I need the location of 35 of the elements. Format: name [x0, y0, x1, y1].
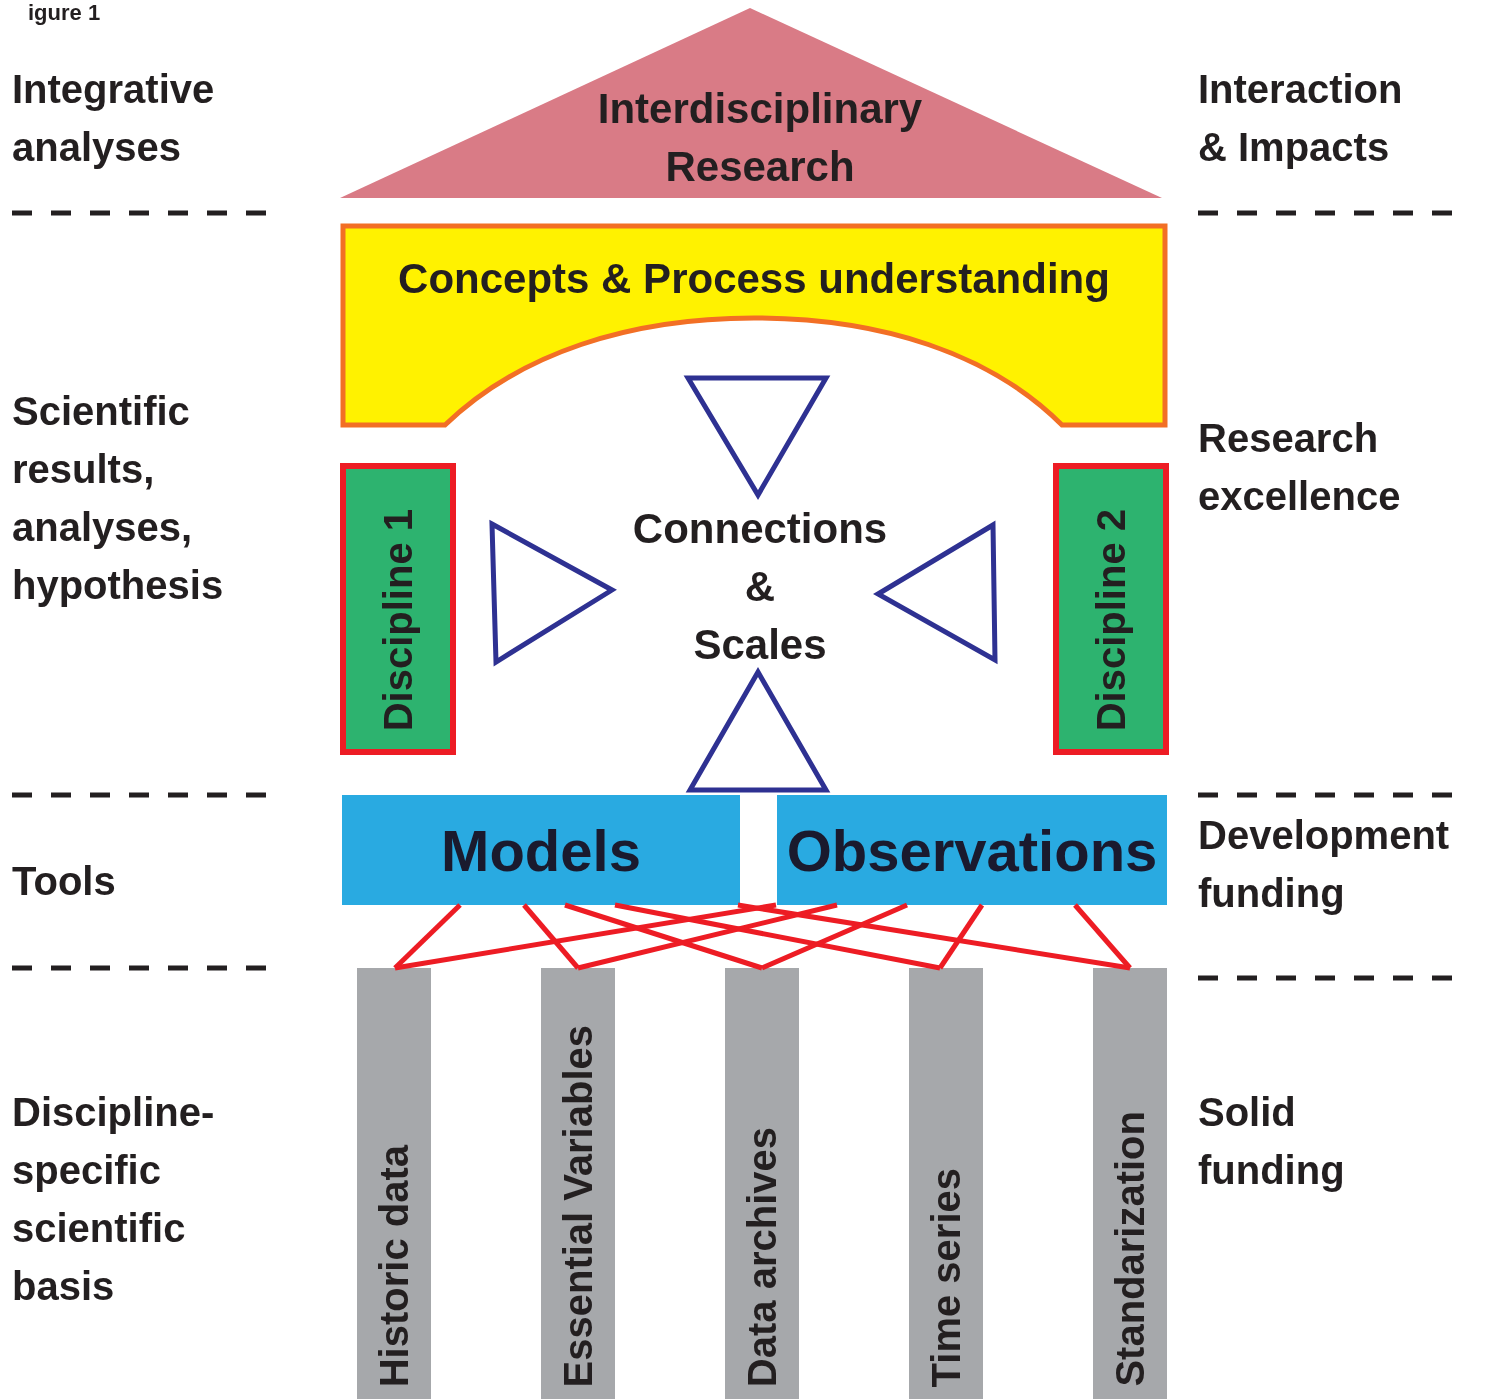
side-label: Discipline-specific scientific basis: [12, 1089, 216, 1310]
banner-title: Concepts & Process understanding: [397, 254, 1111, 304]
triangle-arrow: [683, 375, 831, 500]
column-box: Discipline 2: [1053, 463, 1169, 755]
connector-line: [937, 903, 985, 970]
side-label: Development funding: [1198, 812, 1451, 917]
pillar-box: Data archives: [725, 968, 799, 1399]
side-label: Research excellence: [1198, 415, 1402, 520]
figure-caption: igure 1: [28, 0, 102, 26]
triangle-arrow: [489, 519, 617, 667]
roof-title: Interdisciplinary Research: [596, 84, 924, 192]
tool-box: Models: [342, 795, 740, 905]
triangle-arrow: [873, 520, 998, 665]
connector-line: [737, 902, 1131, 971]
connector-line: [564, 902, 763, 971]
center-text: Connections & Scales: [631, 504, 889, 670]
connector-line: [577, 902, 838, 971]
side-label: Solid funding: [1198, 1089, 1346, 1194]
connector-line: [614, 902, 941, 971]
side-label: Integrative analyses: [12, 66, 216, 171]
connector-line: [393, 903, 462, 970]
pillar-box: Essential Variables: [541, 968, 615, 1399]
side-label: Interaction & Impacts: [1198, 66, 1404, 171]
tool-box: Observations: [777, 795, 1167, 905]
pillar-box: Standarization: [1093, 968, 1167, 1399]
side-label: Tools: [12, 858, 117, 905]
side-label: Scientific results, analyses, hypothesis: [12, 388, 225, 609]
triangle-arrow: [685, 667, 831, 793]
column-box: Discipline 1: [340, 463, 456, 755]
pillar-box: Historic data: [357, 968, 431, 1399]
connector-line: [394, 902, 777, 971]
connector-line: [522, 903, 580, 970]
connector-line: [1073, 903, 1132, 970]
pillar-box: Time series: [909, 968, 983, 1399]
connector-line: [761, 902, 908, 971]
